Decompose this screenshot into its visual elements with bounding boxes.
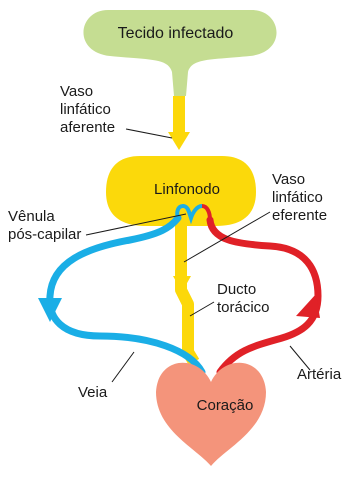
heart-label: Coração [196, 397, 254, 414]
efferent-label-line-2: linfático [272, 189, 323, 206]
venule-label: Vênula pós-capilar [8, 208, 81, 244]
vein-label: Veia [78, 384, 108, 401]
thoracic-duct-label: Ducto torácico [217, 281, 270, 317]
afferent-label-line-1: Vaso [60, 83, 94, 100]
afferent-lymph-vessel [173, 96, 185, 138]
venule-label-line-2: pós-capilar [8, 226, 82, 243]
infected-tissue-shape [83, 10, 277, 96]
leader-efferent [183, 211, 271, 263]
leader-ducto [189, 301, 215, 317]
afferent-label-line-2: linfático [60, 101, 111, 118]
artery-label: Artéria [297, 366, 342, 383]
afferent-arrow-head [168, 132, 190, 150]
infected-tissue-label: Tecido infectado [117, 25, 234, 42]
efferent-arrow-head [173, 276, 191, 292]
leader-lines [85, 128, 311, 383]
afferent-label-line-3: aferente [60, 119, 116, 136]
artery-vessel [206, 216, 322, 376]
leader-arteria [289, 345, 311, 371]
artery-arrow-head [296, 294, 320, 318]
heart-shape [156, 362, 266, 466]
leader-veia [111, 351, 135, 383]
leader-venule [85, 213, 187, 236]
thoracic-duct [175, 222, 200, 366]
vein-arrow-head [38, 298, 62, 322]
duct-label-line-2: torácico [217, 299, 270, 316]
duct-label-line-1: Ducto [217, 281, 257, 298]
afferent-vessel-label: Vaso linfático aferente [60, 83, 115, 137]
efferent-vessel-label: Vaso linfático eferente [272, 171, 327, 225]
vein-vessel [46, 214, 206, 376]
efferent-label-line-3: eferente [272, 207, 328, 224]
venule-label-line-1: Vênula [8, 208, 55, 225]
leader-afferent [125, 128, 173, 139]
efferent-label-line-1: Vaso [272, 171, 306, 188]
lymph-node-label: Linfonodo [154, 181, 220, 198]
venule-loop [175, 203, 203, 225]
lymph-node-shape [106, 156, 256, 226]
